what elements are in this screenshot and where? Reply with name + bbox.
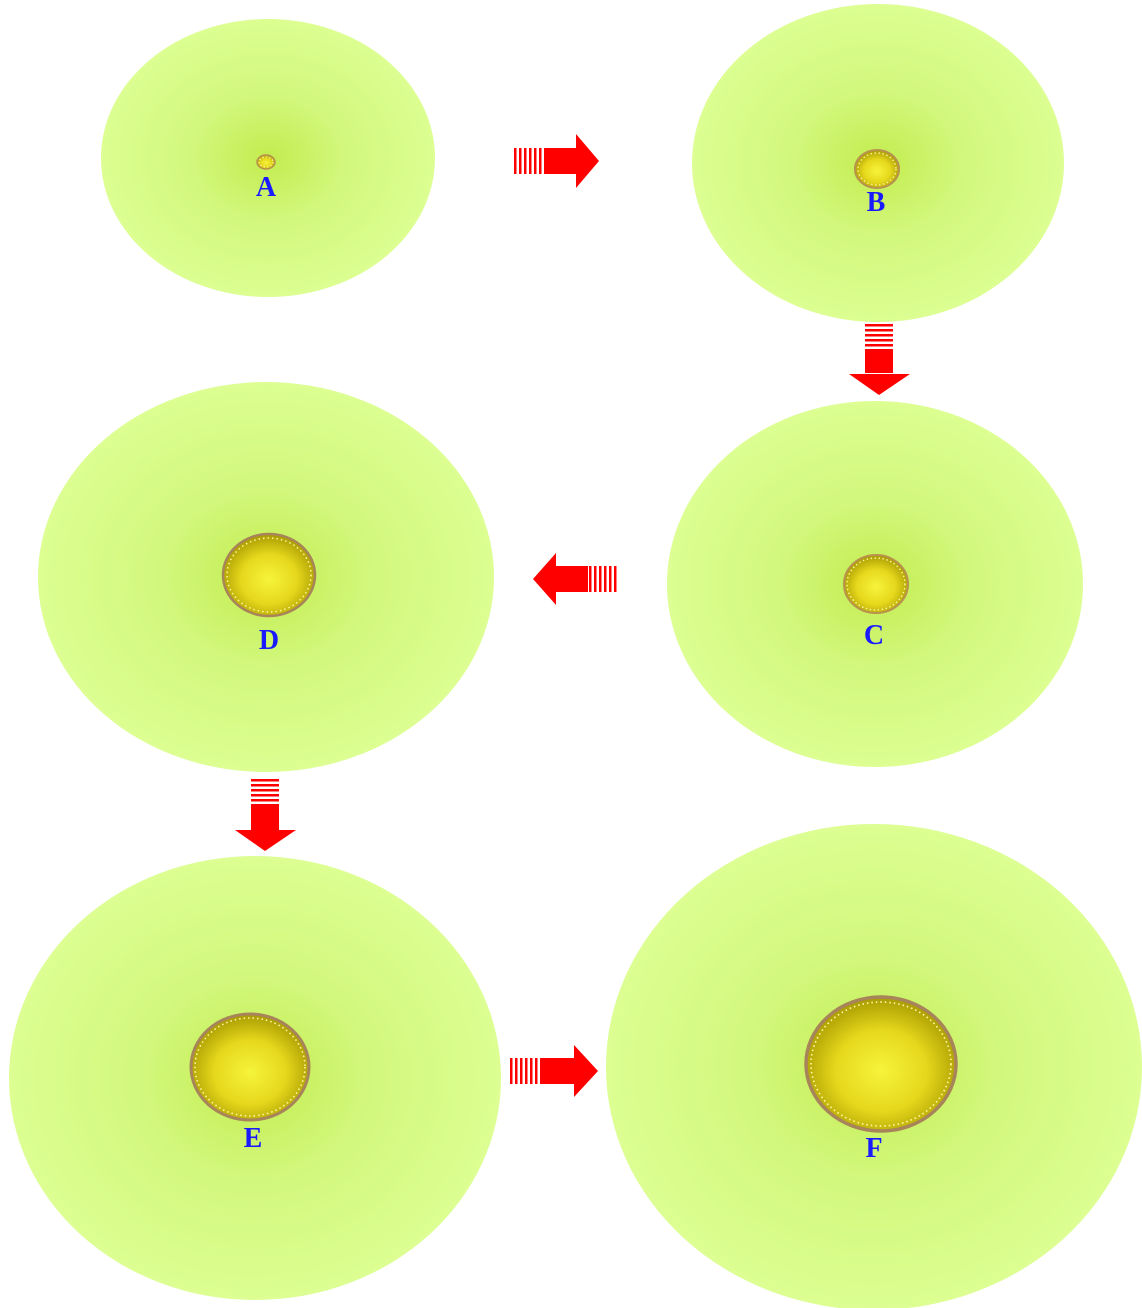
arrow-left-c-to-d [533, 553, 617, 605]
label-e: E [244, 1123, 263, 1154]
arrow-down-b-to-c [849, 324, 910, 395]
core-dots-a [258, 156, 274, 168]
arrow-right-a-to-b [514, 134, 599, 188]
label-d: D [259, 625, 279, 656]
core-dots-c [846, 557, 906, 611]
stage-c: C [667, 401, 1083, 767]
core-dots-e [194, 1017, 306, 1117]
arrow-right-e-to-f [510, 1045, 598, 1097]
stage-f: F [606, 824, 1142, 1308]
core-f [804, 995, 958, 1133]
stage-d: D [38, 382, 494, 772]
core-dots-d [226, 537, 312, 613]
core-b [854, 149, 900, 189]
label-b: B [867, 187, 886, 218]
stage-e: E [9, 856, 501, 1300]
label-f: F [865, 1133, 882, 1164]
label-c: C [864, 620, 884, 651]
label-a: A [256, 172, 277, 203]
core-e [189, 1012, 311, 1122]
arrow-down-d-to-e [235, 779, 296, 851]
stage-a: A [101, 19, 435, 297]
core-dots-f [810, 1001, 952, 1127]
core-c [843, 554, 909, 614]
core-dots-b [857, 152, 897, 186]
core-d [221, 532, 317, 618]
stage-b: B [692, 4, 1064, 322]
